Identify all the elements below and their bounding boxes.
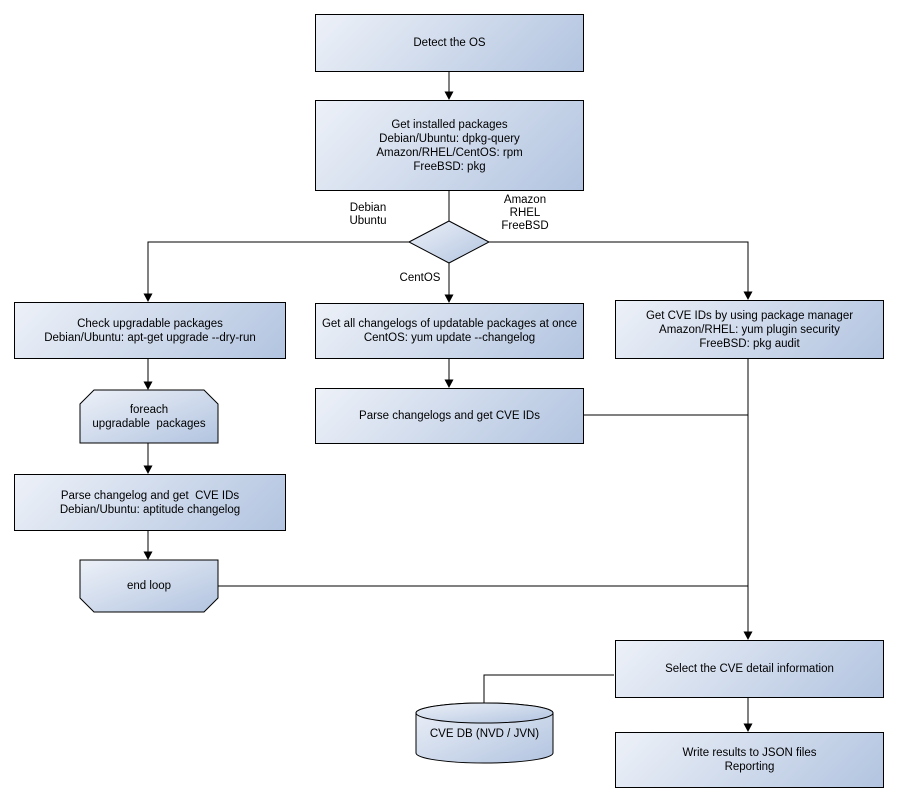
branch-label-centos: CentOS [399, 272, 441, 284]
arrowhead [143, 293, 153, 302]
edge-cvedb-to-select [483, 674, 614, 703]
os-decision-diamond [407, 220, 491, 264]
branch-label-amazon-rhel-freebsd: Amazon RHEL FreeBSD [501, 194, 549, 232]
arrowhead [743, 631, 753, 640]
edge-decision-to-cve [489, 241, 749, 299]
edge-decision-to-check [147, 241, 409, 301]
end-loop-shape [79, 559, 219, 613]
node-get-installed-packages: Get installed packages Debian/Ubuntu: dp… [315, 100, 584, 191]
node-check-upgradable: Check upgradable packages Debian/Ubuntu:… [14, 302, 286, 359]
arrowhead [444, 379, 454, 388]
cve-db-cylinder-top [415, 702, 554, 724]
arrowhead [444, 294, 454, 303]
node-detect-os: Detect the OS [315, 14, 584, 72]
node-parse-changelog-debian: Parse changelog and get CVE IDs Debian/U… [14, 474, 286, 531]
arrowhead [743, 291, 753, 300]
foreach-loop-shape [79, 389, 219, 444]
arrowhead [444, 91, 454, 100]
node-select-cve-detail: Select the CVE detail information [615, 640, 884, 698]
arrowhead [143, 381, 153, 390]
arrowhead [143, 551, 153, 560]
node-write-results: Write results to JSON files Reporting [615, 732, 884, 788]
arrowhead [143, 465, 153, 474]
node-parse-changelogs-centos: Parse changelogs and get CVE IDs [315, 388, 584, 444]
arrowhead [743, 723, 753, 732]
branch-label-debian-ubuntu: Debian Ubuntu [349, 202, 387, 227]
node-get-all-changelogs: Get all changelogs of updatable packages… [315, 303, 584, 359]
node-get-cve-ids-pkg-manager: Get CVE IDs by using package manager Ama… [615, 300, 884, 359]
